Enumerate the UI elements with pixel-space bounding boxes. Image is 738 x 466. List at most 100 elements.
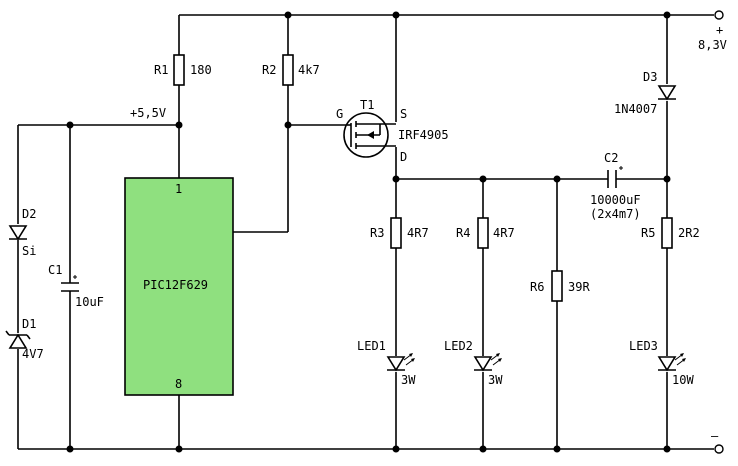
led1-light-arrowhead	[411, 358, 415, 362]
junction-dot	[663, 175, 671, 183]
junction-dot	[392, 175, 400, 183]
capacitor-c2: C2 10000uF (2x4m7)	[590, 151, 641, 221]
led3-triangle	[657, 356, 677, 372]
r6-body	[551, 270, 563, 302]
r4-body	[477, 217, 489, 249]
mcu-pin1-label: 1	[175, 182, 182, 196]
minus-label: —	[711, 429, 719, 443]
t1-arrow	[367, 131, 374, 139]
led3-light-arrowhead	[680, 353, 684, 357]
junction-dot	[392, 445, 400, 453]
resistor-r3: R3 4R7	[370, 217, 429, 249]
mcu-name: PIC12F629	[143, 278, 208, 292]
c2-value: 10000uF	[590, 193, 641, 207]
resistor-r1: R1 180	[154, 54, 212, 86]
junction-dot	[663, 11, 671, 19]
d1-value: 4V7	[22, 347, 44, 361]
mosfet-t1: G T1 S IRF4905 D	[336, 98, 449, 164]
r2-ref: R2	[262, 63, 276, 77]
r2-value: 4k7	[298, 63, 320, 77]
junction-dot	[553, 445, 561, 453]
plus-terminal	[714, 10, 724, 20]
resistor-r5: R5 2R2	[641, 217, 700, 249]
r2-body	[282, 54, 294, 86]
wires	[17, 14, 714, 450]
led1-value: 3W	[401, 373, 416, 387]
c2-note: (2x4m7)	[590, 207, 641, 221]
junction-dot	[175, 445, 183, 453]
junction-dot	[663, 445, 671, 453]
r3-value: 4R7	[407, 226, 429, 240]
led-2: LED2 3W	[444, 339, 503, 387]
d2-ref: D2	[22, 207, 36, 221]
r5-value: 2R2	[678, 226, 700, 240]
led1-ref: LED1	[357, 339, 386, 353]
junction-dot	[284, 121, 292, 129]
led-1: LED1 3W	[357, 339, 416, 387]
d1-bar-hook	[26, 334, 31, 340]
led1-triangle	[386, 356, 406, 372]
led2-value: 3W	[488, 373, 503, 387]
r1-body	[173, 54, 185, 86]
led2-ref: LED2	[444, 339, 473, 353]
r1-ref: R1	[154, 63, 168, 77]
d2-triangle	[8, 225, 28, 241]
d1-triangle	[8, 333, 28, 349]
voltage-label: 8,3V	[698, 38, 727, 52]
minus-terminal	[714, 444, 724, 454]
r4-value: 4R7	[493, 226, 515, 240]
junction-dot	[66, 121, 74, 129]
r3-body	[390, 217, 402, 249]
led3-light-arrowhead	[682, 358, 686, 362]
c1-value: 10uF	[75, 295, 104, 309]
led2-light-arrowhead	[498, 358, 502, 362]
junction-dot	[553, 175, 561, 183]
t1-gate-label: G	[336, 107, 343, 121]
supply-terminals: + 8,3V —	[698, 10, 727, 454]
mcu-pic12f629: 1 PIC12F629 8	[124, 177, 234, 396]
t1-source-label: S	[400, 107, 407, 121]
r3-ref: R3	[370, 226, 384, 240]
diode-d2: D2 Si	[8, 207, 36, 258]
mcu-pin8-label: 8	[175, 377, 182, 391]
d2-value: Si	[22, 244, 36, 258]
c1-ref: C1	[48, 263, 62, 277]
junction-dot	[284, 11, 292, 19]
resistor-r4: R4 4R7	[456, 217, 515, 249]
junction-dot	[479, 445, 487, 453]
junction-dot	[175, 121, 183, 129]
d1-bar-hook	[5, 330, 10, 336]
resistor-r6: R6 39R	[530, 270, 590, 302]
d1-ref: D1	[22, 317, 36, 331]
d3-ref: D3	[643, 70, 657, 84]
c2-ref: C2	[604, 151, 618, 165]
r5-body	[661, 217, 673, 249]
zener-d1: D1 4V7	[5, 317, 44, 361]
r6-value: 39R	[568, 280, 590, 294]
junction-dot	[479, 175, 487, 183]
t1-drain-label: D	[400, 150, 407, 164]
led3-ref: LED3	[629, 339, 658, 353]
r1-value: 180	[190, 63, 212, 77]
d3-triangle	[657, 85, 677, 101]
led2-light-arrowhead	[496, 353, 500, 357]
mcu-body	[124, 177, 234, 396]
r6-ref: R6	[530, 280, 544, 294]
junction-dot	[66, 445, 74, 453]
t1-ref: T1	[360, 98, 374, 112]
junction-dot	[392, 11, 400, 19]
d3-value: 1N4007	[614, 102, 657, 116]
r4-ref: R4	[456, 226, 470, 240]
capacitor-c1: C1 10uF	[48, 263, 104, 309]
diode-d3: D3 1N4007	[614, 70, 677, 116]
led2-triangle	[473, 356, 493, 372]
junctions	[66, 11, 671, 453]
t1-value: IRF4905	[398, 128, 449, 142]
rail-voltage-label: +5,5V	[130, 106, 166, 120]
r5-ref: R5	[641, 226, 655, 240]
led3-value: 10W	[672, 373, 694, 387]
resistor-r2: R2 4k7	[262, 54, 320, 86]
led-3: LED3 10W	[629, 339, 694, 387]
